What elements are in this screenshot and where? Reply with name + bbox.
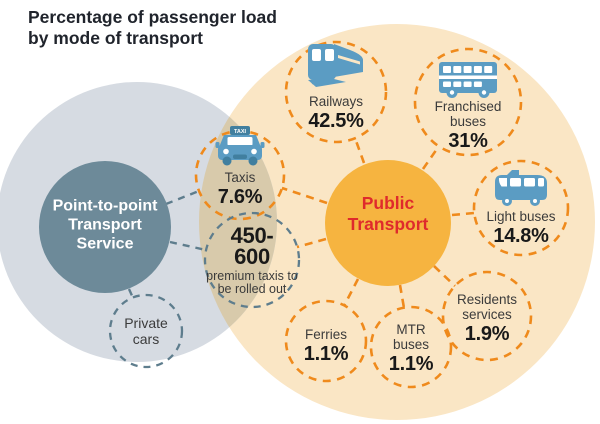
light-buses-circle	[472, 159, 570, 257]
connector-railways	[353, 137, 366, 164]
chart-title-line2: by mode of transport	[28, 27, 204, 48]
connector-p2p-premium-taxis	[169, 240, 207, 252]
public-transport-connectors	[281, 137, 475, 309]
residents-services-circle	[441, 270, 533, 362]
railways-circle	[284, 40, 388, 144]
point-to-point-hub-circle	[39, 161, 171, 293]
connector-premium-taxis	[296, 237, 327, 249]
public-transport-hub-circle	[325, 160, 451, 286]
chart-title-line1: Percentage of passenger load	[28, 7, 277, 27]
connector-p2p-taxis	[165, 189, 200, 206]
connector-franchised-buses	[421, 145, 441, 170]
connector-residents-services	[433, 265, 456, 287]
premium-taxis-circle	[203, 211, 301, 309]
minibus-icon	[495, 170, 547, 206]
taxi-sign-text: TAXI	[234, 129, 247, 135]
connector-taxis	[281, 186, 328, 205]
double-decker-bus-icon	[439, 62, 497, 98]
taxi-icon: TAXI	[215, 126, 265, 166]
mtr-buses-circle	[369, 305, 453, 389]
point-to-point-connectors	[127, 189, 207, 299]
connector-mtr-buses	[398, 284, 406, 309]
connector-light-buses	[451, 211, 475, 217]
train-icon	[308, 44, 363, 87]
connector-p2p-private-cars	[127, 288, 135, 299]
ferries-circle	[284, 299, 368, 383]
connector-ferries	[342, 278, 360, 307]
private-cars-circle	[108, 293, 184, 369]
chart-title: Percentage of passenger load by mode of …	[28, 7, 277, 48]
franchised-buses-circle	[413, 47, 523, 157]
